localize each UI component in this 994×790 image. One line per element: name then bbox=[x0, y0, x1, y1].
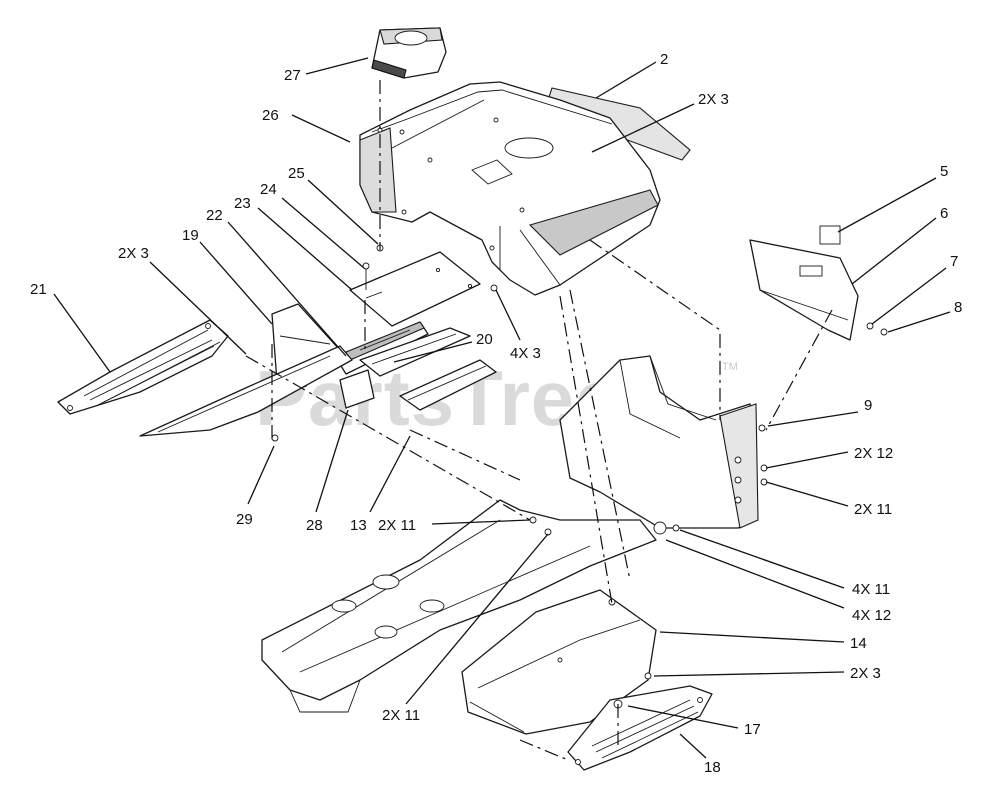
part-21-footrest-left[interactable] bbox=[57, 319, 229, 415]
callout-14: 14 bbox=[850, 635, 867, 652]
callout-7: 7 bbox=[950, 253, 958, 270]
callout-2x12: 2X 12 bbox=[854, 445, 893, 462]
part-20-cover[interactable] bbox=[359, 327, 471, 377]
callout-26: 26 bbox=[262, 107, 279, 124]
part-27-cupholder[interactable] bbox=[371, 27, 447, 79]
part-26-hood[interactable] bbox=[359, 81, 661, 296]
callout-4x12: 4X 12 bbox=[852, 607, 891, 624]
callout-2x11-right: 2X 11 bbox=[854, 501, 892, 518]
callout-5: 5 bbox=[940, 163, 948, 180]
part-23-plate[interactable] bbox=[349, 251, 481, 327]
part-8-nut[interactable] bbox=[880, 328, 888, 336]
main-chassis[interactable] bbox=[261, 499, 657, 713]
part-28-shield[interactable] bbox=[339, 369, 375, 409]
callout-labels: 27 26 25 24 23 22 19 2X 3 21 20 4X 3 2 2… bbox=[30, 51, 962, 776]
hardware-4x11[interactable] bbox=[672, 524, 680, 532]
part-29-floor-pan-left[interactable] bbox=[139, 345, 353, 442]
callout-2x3-right: 2X 3 bbox=[850, 665, 881, 682]
hardware-9[interactable] bbox=[758, 424, 766, 432]
hardware-2x3-right[interactable] bbox=[644, 672, 652, 680]
callout-22: 22 bbox=[206, 207, 223, 224]
rear-frame[interactable] bbox=[559, 355, 759, 535]
callout-4x11: 4X 11 bbox=[852, 581, 890, 598]
part-5-decal[interactable] bbox=[819, 225, 841, 245]
callout-2x11-bottom: 2X 11 bbox=[382, 707, 420, 724]
callout-25: 25 bbox=[288, 165, 305, 182]
callout-8: 8 bbox=[954, 299, 962, 316]
part-24-bolt[interactable] bbox=[362, 262, 370, 290]
callout-23: 23 bbox=[234, 195, 251, 212]
part-18-footrest-right[interactable] bbox=[567, 685, 713, 771]
part-6-side-panel[interactable] bbox=[749, 239, 859, 341]
hardware-2x11-left[interactable] bbox=[529, 516, 537, 524]
callout-6: 6 bbox=[940, 205, 948, 222]
hardware-4x3[interactable] bbox=[490, 284, 498, 292]
callout-4x3: 4X 3 bbox=[510, 345, 541, 362]
part-7-washer[interactable] bbox=[866, 322, 874, 330]
assembly-lines bbox=[245, 80, 833, 761]
callout-13: 13 bbox=[350, 517, 367, 534]
callout-28: 28 bbox=[306, 517, 323, 534]
callout-18: 18 bbox=[704, 759, 721, 776]
callout-2x3-left: 2X 3 bbox=[118, 245, 149, 262]
callout-27: 27 bbox=[284, 67, 301, 84]
watermark-trademark: TM bbox=[722, 361, 738, 373]
leader-lines bbox=[53, 57, 951, 759]
callout-29: 29 bbox=[236, 511, 253, 528]
callout-20: 20 bbox=[476, 331, 493, 348]
part-13-channel[interactable] bbox=[399, 359, 497, 411]
part-14-floor-pan[interactable] bbox=[461, 589, 657, 735]
callout-9: 9 bbox=[864, 397, 872, 414]
callout-21: 21 bbox=[30, 281, 47, 298]
callout-19: 19 bbox=[182, 227, 199, 244]
callout-2: 2 bbox=[660, 51, 668, 68]
callout-2x3-top: 2X 3 bbox=[698, 91, 729, 108]
callout-17: 17 bbox=[744, 721, 761, 738]
callout-2x11-mid: 2X 11 bbox=[378, 517, 416, 534]
callout-24: 24 bbox=[260, 181, 277, 198]
